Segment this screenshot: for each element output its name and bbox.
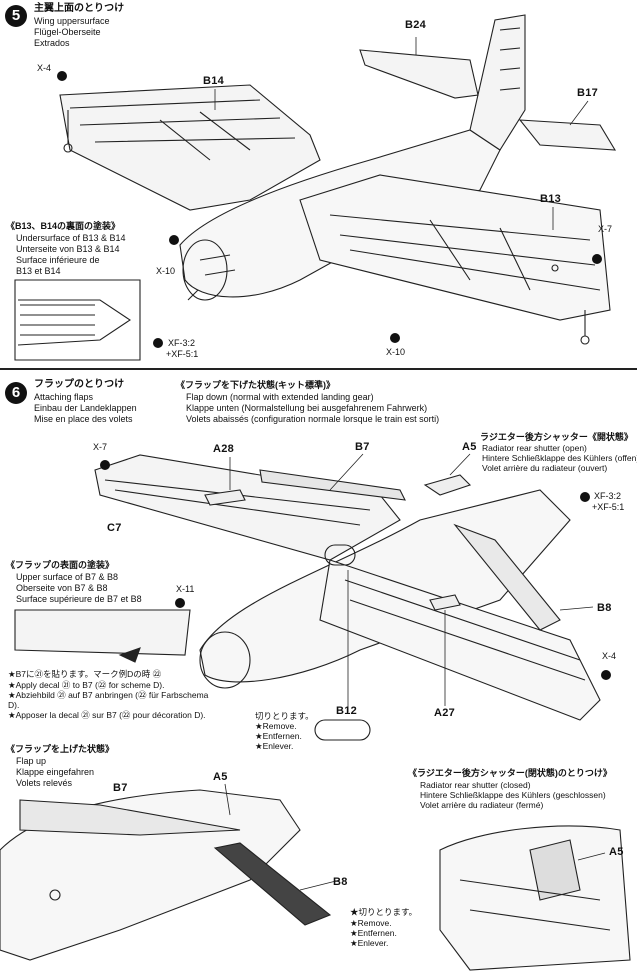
step6-paint-color-1: XF-3:2 (594, 491, 622, 501)
flap-up-title: 《フラップを上げた状態》 (6, 744, 115, 754)
remove-note-de: ★Entfernen. (255, 731, 302, 741)
code-x7-step6: X-7 (93, 442, 108, 452)
remove-note-fr: ★Enlever. (255, 741, 294, 751)
step5-title-de: Flügel-Oberseite (34, 27, 101, 37)
paint-color-2: +XF-5:1 (166, 349, 199, 359)
shutter-closed-line-3: Volet arrière du radiateur (fermé) (420, 800, 544, 810)
decal-note-line-5: ★Apposer la decal ㉑ sur B7 (㉒ pour décor… (8, 710, 206, 720)
shutter-open-line-2: Hintere Schließklappe des Kühlers (offen… (482, 453, 637, 463)
paint-color-1: XF-3:2 (168, 338, 196, 348)
remove-note2-jp: ★切りとります。 (350, 907, 418, 917)
step6-title-en: Attaching flaps (34, 392, 94, 402)
upper-note-line-1: Upper surface of B7 & B8 (16, 572, 119, 582)
code-x4-step6: X-4 (602, 651, 617, 661)
shutter-open-line-3: Volet arrière du radiateur (ouvert) (482, 463, 608, 473)
step5-title-jp: 主翼上面のとりつけ (34, 3, 125, 14)
step-number-5: 5 (5, 5, 27, 27)
part-b12: B12 (336, 705, 358, 717)
step6-title-fr: Mise en place des volets (34, 414, 133, 424)
flap-up-part-b8: B8 (333, 876, 348, 888)
flap-up-part-a5: A5 (213, 771, 228, 783)
step5-paint-note-line-2: Unterseite von B13 & B14 (16, 244, 120, 254)
flap-up-line-1: Flap up (16, 756, 47, 766)
part-c7: C7 (107, 522, 122, 534)
code-x7-step5: X-7 (598, 224, 613, 234)
upper-note-line-3: Surface supérieure de B7 et B8 (16, 594, 142, 604)
part-a5: A5 (462, 441, 477, 453)
part-b13: B13 (540, 193, 562, 205)
step6-title-jp: フラップのとりつけ (34, 379, 125, 390)
code-x11: X-11 (176, 584, 195, 594)
step5-title-fr: Extrados (34, 38, 70, 48)
shutter-closed-title: 《ラジエター後方シャッター(閉状態)のとりつけ》 (408, 768, 612, 778)
flap-down-line-1: Flap down (normal with extended landing … (186, 392, 374, 402)
flap-up-part-b7: B7 (113, 782, 128, 794)
shutter-closed-part-a5: A5 (609, 846, 624, 858)
part-b7: B7 (355, 441, 370, 453)
step6-paint-color-2: +XF-5:1 (592, 502, 625, 512)
flap-up-line-2: Klappe eingefahren (16, 767, 95, 777)
part-b8: B8 (597, 602, 612, 614)
step-number-6: 6 (5, 382, 27, 404)
step5-title-en: Wing uppersurface (34, 16, 110, 26)
part-b17: B17 (577, 87, 599, 99)
flap-down-line-2: Klappe unten (Normalstellung bei ausgefa… (186, 403, 428, 413)
part-a27: A27 (434, 707, 456, 719)
decal-note-line-1: ★B7に㉑を貼ります。マーク例Dの時 ㉒ (8, 669, 162, 679)
code-x4-step5: X-4 (37, 63, 52, 73)
step5-paint-note-line-3: Surface inférieure de (16, 255, 100, 265)
step6-title-de: Einbau der Landeklappen (34, 403, 137, 413)
shutter-open-title: ラジエター後方シャッター《開状態》 (480, 432, 633, 442)
part-b14: B14 (203, 75, 225, 87)
decal-note-line-3: ★Abziehbild ㉑ auf B7 anbringen (㉒ für Fa… (8, 690, 209, 700)
upper-note-title: 《フラップの表面の塗装》 (6, 560, 115, 570)
shutter-closed-line-1: Radiator rear shutter (closed) (420, 780, 531, 790)
shutter-open-line-1: Radiator rear shutter (open) (482, 443, 587, 453)
flap-down-title: 《フラップを下げた状態(キット標準)》 (176, 380, 335, 390)
part-a28: A28 (213, 443, 235, 455)
remove-note2-en: ★Remove. (350, 918, 392, 928)
remove-note2-de: ★Entfernen. (350, 928, 397, 938)
step5-paint-note-line-4: B13 et B14 (16, 266, 61, 276)
upper-note-line-2: Oberseite von B7 & B8 (16, 583, 108, 593)
flap-up-line-3: Volets relevés (16, 778, 73, 788)
remove-note-en: ★Remove. (255, 721, 297, 731)
step-divider (0, 368, 637, 370)
part-b24: B24 (405, 19, 427, 31)
step5-paint-note-title: 《B13、B14の裏面の塗装》 (6, 221, 121, 231)
remove-note2-fr: ★Enlever. (350, 938, 389, 948)
code-x10-right: X-10 (386, 347, 406, 357)
code-x10-left: X-10 (156, 266, 176, 276)
flap-down-line-3: Volets abaissés (configuration normale l… (186, 414, 440, 424)
shutter-closed-line-2: Hintere Schließklappe des Kühlers (gesch… (420, 790, 606, 800)
step5-paint-note-line-1: Undersurface of B13 & B14 (16, 233, 126, 243)
remove-note-jp: 切りとります。 (255, 711, 314, 721)
decal-note-line-2: ★Apply decal ㉑ to B7 (㉒ for scheme D). (8, 680, 165, 690)
decal-note-line-4: D). (8, 700, 20, 710)
